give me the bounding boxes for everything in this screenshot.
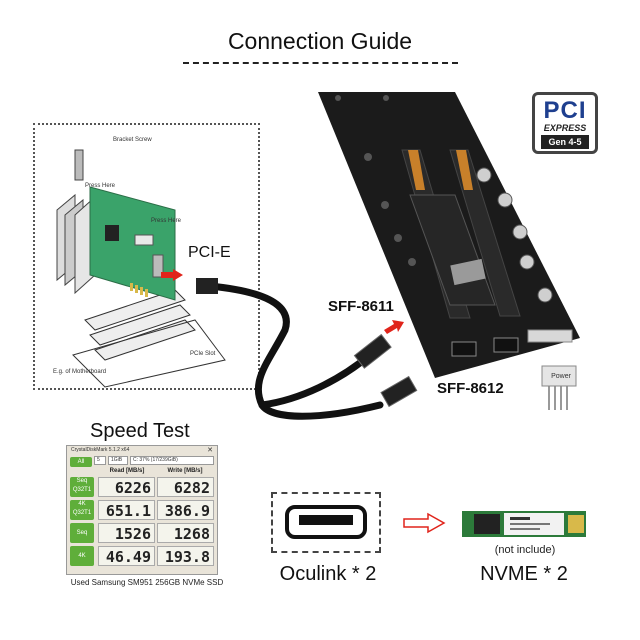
sff8612-label: SFF-8612	[437, 380, 504, 397]
pci-logo-text: PCI	[543, 97, 587, 124]
4k-q32t1-button[interactable]: 4K Q32T1	[70, 500, 94, 520]
pcie-card-illustration	[56, 149, 226, 388]
close-icon[interactable]: ✕	[207, 447, 213, 454]
nvme-label: NVME * 2	[480, 563, 568, 585]
pci-express-logo: PCI EXPRESS Gen 4-5	[532, 92, 598, 154]
seq-q32t1-write: 6282	[157, 477, 214, 497]
seq-q32t1-button[interactable]: Seq Q32T1	[70, 477, 94, 497]
pcie-slot-label: PCIe Slot	[190, 351, 216, 357]
crystaldiskmark-window: CrystalDiskMark 5.1.2 x64 ✕ 5 1GiB C: 37…	[66, 445, 218, 575]
all-button[interactable]: All	[70, 457, 92, 467]
bracket-screw-label: Bracket Screw	[113, 137, 152, 143]
speed-test-title: Speed Test	[90, 420, 190, 442]
seq-q32t1-read: 6226	[98, 477, 155, 497]
press-here-label-2: Press Here	[151, 218, 182, 224]
installation-diagram: Bracket Screw Press Here Press Here PCIe…	[33, 123, 260, 390]
oculink-label: Oculink * 2	[279, 563, 377, 585]
motherboard-label: E.g. of Motherboard	[53, 369, 107, 375]
seq-button[interactable]: Seq	[70, 523, 94, 543]
not-include-note: (not include)	[494, 544, 556, 556]
oculink-connector-box	[271, 492, 381, 553]
sff8611-label: SFF-8611	[328, 298, 394, 315]
gen-logo-text: Gen 4-5	[541, 135, 589, 149]
4k-q32t1-read: 651.1	[98, 500, 155, 520]
write-header: Write [MB/s]	[167, 468, 203, 474]
size-select[interactable]: 1GiB	[108, 456, 128, 465]
oculink-port-icon	[285, 505, 367, 539]
sff8611-host-connector	[196, 278, 218, 294]
seq-write: 1268	[157, 523, 214, 543]
page-title: Connection Guide	[227, 28, 413, 54]
arrow-right-icon	[403, 512, 446, 534]
title-underline	[183, 62, 458, 64]
seq-read: 1526	[98, 523, 155, 543]
4k-button[interactable]: 4K	[70, 546, 94, 566]
speed-test-caption: Used Samsung SM951 256GB NVMe SSD	[70, 578, 224, 587]
nvme-ssd-icon	[462, 511, 586, 537]
runs-select[interactable]: 5	[94, 456, 106, 465]
nvme-ssd-image	[460, 507, 588, 541]
read-header: Read [MB/s]	[109, 468, 145, 474]
power-label: Power	[551, 373, 571, 380]
drive-select[interactable]: C: 37% (17/239GiB)	[130, 456, 214, 465]
4k-write: 193.8	[157, 546, 214, 566]
4k-q32t1-write: 386.9	[157, 500, 214, 520]
pcie-label: PCI-E	[188, 244, 231, 261]
4k-read: 46.49	[98, 546, 155, 566]
press-here-label-1: Press Here	[85, 183, 116, 189]
express-logo-text: EXPRESS	[543, 123, 587, 133]
cdm-window-title: CrystalDiskMark 5.1.2 x64	[71, 447, 130, 453]
